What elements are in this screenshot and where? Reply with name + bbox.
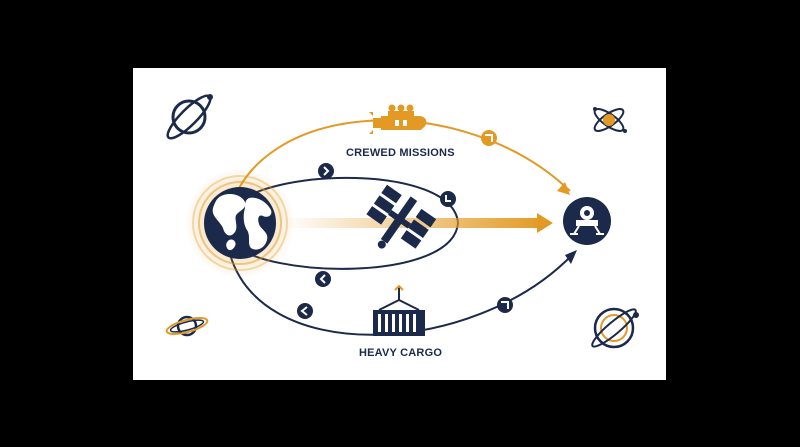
crewed-arrowhead: [557, 182, 570, 195]
direction-marker: [440, 191, 456, 207]
earth-glow-ring: [198, 181, 282, 265]
direction-marker: [481, 130, 497, 146]
diagram-canvas: [165, 94, 639, 349]
space-station-icon: [366, 184, 437, 249]
cargo-arrowhead: [565, 250, 577, 264]
planet-icon: [591, 307, 639, 349]
diagram-panel: CREWED MISSIONS HEAVY CARGO: [133, 68, 666, 380]
direction-marker: [315, 271, 331, 287]
planet-icon: [166, 94, 213, 140]
cargo-mission-orbit: [227, 245, 574, 336]
direction-marker: [297, 303, 313, 319]
crewed-missions-label: CREWED MISSIONS: [346, 147, 455, 159]
lunar-lander-icon: [563, 197, 611, 245]
earth-icon: [204, 187, 276, 259]
planet-icon: [165, 315, 209, 337]
heavy-cargo-label: HEAVY CARGO: [359, 347, 443, 359]
direction-marker: [497, 297, 513, 313]
atom-icon: [593, 107, 627, 133]
transfer-arrowhead: [537, 213, 553, 233]
direction-marker: [318, 163, 334, 179]
crew-capsule-icon: [369, 104, 427, 134]
cargo-container-icon: [373, 284, 425, 336]
earth-glow-ring: [192, 175, 288, 271]
